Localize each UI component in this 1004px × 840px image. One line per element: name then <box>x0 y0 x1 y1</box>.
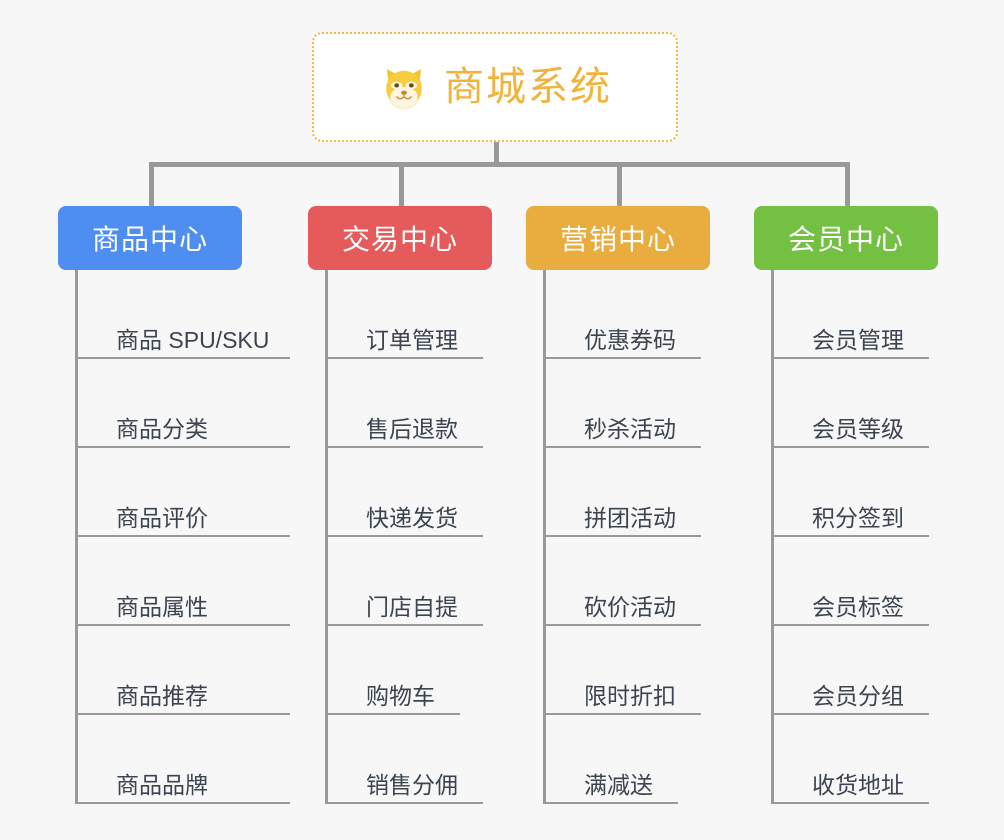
branch-item[interactable]: 砍价活动 <box>546 537 710 626</box>
root-title: 商城系统 <box>444 65 612 109</box>
branch-item-label: 砍价活动 <box>584 593 676 620</box>
branch-item-label: 快递发货 <box>366 504 458 531</box>
branch-item-label: 商品属性 <box>116 593 208 620</box>
branch-item-label: 拼团活动 <box>584 504 676 531</box>
branch-item[interactable]: 商品评价 <box>78 448 291 537</box>
branch-member-center: 会员中心 会员管理 会员等级 积分签到 会员标签 会员分组 收货地址 <box>754 206 938 804</box>
branch-item-label: 优惠券码 <box>584 326 676 353</box>
connector-horizontal-bar <box>149 162 850 167</box>
branch-item-list: 订单管理 售后退款 快递发货 门店自提 购物车 销售分佣 <box>325 270 492 804</box>
branch-header-trade-center[interactable]: 交易中心 <box>308 206 492 270</box>
branch-item-label: 售后退款 <box>366 415 458 442</box>
branch-marketing-center: 营销中心 优惠券码 秒杀活动 拼团活动 砍价活动 限时折扣 满减送 <box>526 206 710 804</box>
branch-item-label: 会员等级 <box>812 415 904 442</box>
branch-item[interactable]: 积分签到 <box>774 448 938 537</box>
branch-product-center: 商品中心 商品 SPU/SKU 商品分类 商品评价 商品属性 商品推荐 商品品牌 <box>58 206 291 804</box>
branch-header-label: 会员中心 <box>787 224 904 255</box>
branch-item[interactable]: 订单管理 <box>328 270 492 359</box>
branch-item-label: 商品品牌 <box>116 771 208 798</box>
branch-header-label: 营销中心 <box>559 224 676 255</box>
branch-item[interactable]: 秒杀活动 <box>546 359 710 448</box>
branch-item[interactable]: 会员管理 <box>774 270 938 359</box>
branch-item-label: 商品推荐 <box>116 682 208 709</box>
branch-item[interactable]: 商品推荐 <box>78 626 291 715</box>
branch-item-label: 满减送 <box>584 771 653 798</box>
branch-item-label: 收货地址 <box>812 771 904 798</box>
branch-item[interactable]: 商品品牌 <box>78 715 291 804</box>
branch-item[interactable]: 购物车 <box>328 626 492 715</box>
branch-item-label: 会员管理 <box>812 326 904 353</box>
branch-item-label: 门店自提 <box>366 593 458 620</box>
branch-item-label: 购物车 <box>366 682 435 709</box>
branch-header-label: 交易中心 <box>341 224 458 255</box>
branch-item[interactable]: 拼团活动 <box>546 448 710 537</box>
branch-item[interactable]: 快递发货 <box>328 448 492 537</box>
connector-root-stem <box>494 142 499 166</box>
branch-item[interactable]: 销售分佣 <box>328 715 492 804</box>
branch-item[interactable]: 商品属性 <box>78 537 291 626</box>
branch-header-marketing-center[interactable]: 营销中心 <box>526 206 710 270</box>
branch-item-label: 销售分佣 <box>366 771 458 798</box>
branch-item[interactable]: 优惠券码 <box>546 270 710 359</box>
branch-item-list: 优惠券码 秒杀活动 拼团活动 砍价活动 限时折扣 满减送 <box>543 270 710 804</box>
branch-header-label: 商品中心 <box>91 224 208 255</box>
branch-item-label: 会员标签 <box>812 593 904 620</box>
root-node[interactable]: 商城系统 <box>312 32 678 142</box>
connector-drop-4 <box>845 162 850 206</box>
branch-item[interactable]: 商品 SPU/SKU <box>78 270 291 359</box>
connector-drop-2 <box>399 162 404 206</box>
branch-header-member-center[interactable]: 会员中心 <box>754 206 938 270</box>
branch-item-label: 订单管理 <box>366 326 458 353</box>
branch-header-product-center[interactable]: 商品中心 <box>58 206 242 270</box>
branch-item-list: 商品 SPU/SKU 商品分类 商品评价 商品属性 商品推荐 商品品牌 <box>75 270 291 804</box>
branch-item-label: 会员分组 <box>812 682 904 709</box>
branch-item[interactable]: 收货地址 <box>774 715 938 804</box>
branch-item-label: 积分签到 <box>812 504 904 531</box>
branch-item-label: 限时折扣 <box>584 682 676 709</box>
connector-drop-1 <box>149 162 154 206</box>
branch-item[interactable]: 会员等级 <box>774 359 938 448</box>
branch-item[interactable]: 满减送 <box>546 715 710 804</box>
branch-trade-center: 交易中心 订单管理 售后退款 快递发货 门店自提 购物车 销售分佣 <box>308 206 492 804</box>
connector-drop-3 <box>617 162 622 206</box>
branch-item[interactable]: 门店自提 <box>328 537 492 626</box>
branch-item[interactable]: 售后退款 <box>328 359 492 448</box>
branch-item[interactable]: 会员分组 <box>774 626 938 715</box>
branch-item-list: 会员管理 会员等级 积分签到 会员标签 会员分组 收货地址 <box>771 270 938 804</box>
branch-item-label: 商品评价 <box>116 504 208 531</box>
branch-item[interactable]: 商品分类 <box>78 359 291 448</box>
dog-face-icon <box>386 69 422 110</box>
branch-item-label: 商品 SPU/SKU <box>116 326 270 353</box>
branch-item[interactable]: 限时折扣 <box>546 626 710 715</box>
branch-item-label: 商品分类 <box>116 415 208 442</box>
branch-item[interactable]: 会员标签 <box>774 537 938 626</box>
branch-item-label: 秒杀活动 <box>584 415 676 442</box>
